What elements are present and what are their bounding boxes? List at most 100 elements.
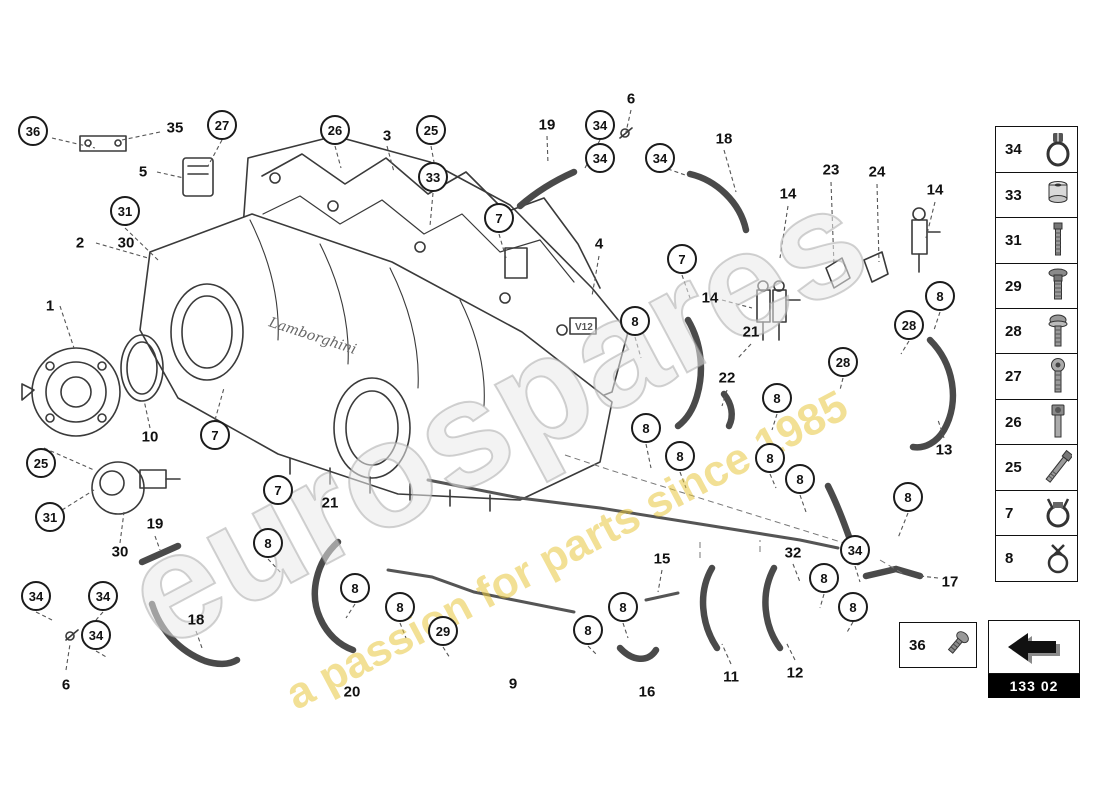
flange-screw-icon bbox=[1044, 266, 1072, 306]
callout-8[interactable]: 8 bbox=[838, 592, 868, 622]
legend-number: 36 bbox=[909, 636, 926, 654]
legend-number: 28 bbox=[1005, 323, 1022, 341]
part-label-17: 17 bbox=[941, 573, 959, 591]
part-label-3: 3 bbox=[382, 127, 392, 145]
callout-31[interactable]: 31 bbox=[35, 502, 65, 532]
callout-8[interactable]: 8 bbox=[755, 443, 785, 473]
legend-item-29[interactable]: 29 bbox=[995, 262, 1078, 310]
part-label-32: 32 bbox=[784, 544, 802, 562]
legend-item-31[interactable]: 31 bbox=[995, 217, 1078, 265]
callout-34[interactable]: 34 bbox=[840, 535, 870, 565]
callout-31[interactable]: 31 bbox=[110, 196, 140, 226]
part-label-13: 13 bbox=[935, 441, 953, 459]
callout-8[interactable]: 8 bbox=[785, 464, 815, 494]
vacuum-actuator bbox=[91, 461, 181, 515]
callout-7[interactable]: 7 bbox=[484, 203, 514, 233]
callout-28[interactable]: 28 bbox=[828, 347, 858, 377]
callout-7[interactable]: 7 bbox=[200, 420, 230, 450]
callout-8[interactable]: 8 bbox=[762, 383, 792, 413]
callout-8[interactable]: 8 bbox=[665, 441, 695, 471]
part-label-35: 35 bbox=[166, 119, 184, 137]
callout-8[interactable]: 8 bbox=[893, 482, 923, 512]
legend-number: 8 bbox=[1005, 550, 1014, 568]
part-label-9: 9 bbox=[508, 675, 518, 693]
brackets-23-24 bbox=[825, 251, 889, 289]
callout-34[interactable]: 34 bbox=[585, 110, 615, 140]
part-label-14: 14 bbox=[926, 181, 944, 199]
diagram-code-box: 133 02 bbox=[988, 620, 1080, 698]
callout-34[interactable]: 34 bbox=[585, 143, 615, 173]
callout-7[interactable]: 7 bbox=[667, 244, 697, 274]
part-label-15: 15 bbox=[653, 550, 671, 568]
callout-25[interactable]: 25 bbox=[416, 115, 446, 145]
callout-8[interactable]: 8 bbox=[608, 592, 638, 622]
legend-item-36[interactable]: 36 bbox=[899, 622, 977, 668]
part-label-12: 12 bbox=[786, 664, 804, 682]
callout-8[interactable]: 8 bbox=[340, 573, 370, 603]
callout-8[interactable]: 8 bbox=[253, 528, 283, 558]
callout-8[interactable]: 8 bbox=[631, 413, 661, 443]
part-label-19: 19 bbox=[538, 116, 556, 134]
callout-28[interactable]: 28 bbox=[894, 310, 924, 340]
small-screws bbox=[65, 127, 633, 641]
legend-item-7[interactable]: 7 bbox=[995, 489, 1078, 537]
part-label-1: 1 bbox=[45, 297, 55, 315]
callout-25[interactable]: 25 bbox=[26, 448, 56, 478]
socket-bolt-icon bbox=[1044, 402, 1072, 442]
diagram-code: 133 02 bbox=[988, 674, 1080, 698]
grommet-icon bbox=[1044, 175, 1072, 215]
callout-8[interactable]: 8 bbox=[809, 563, 839, 593]
pan-screw-icon bbox=[1044, 312, 1072, 352]
legend-item-25[interactable]: 25 bbox=[995, 444, 1078, 492]
v12-emblem: V12 bbox=[575, 322, 593, 333]
legend-item-33[interactable]: 33 bbox=[995, 171, 1078, 219]
legend-number: 33 bbox=[1005, 186, 1022, 204]
legend-item-28[interactable]: 28 bbox=[995, 308, 1078, 356]
part-label-24: 24 bbox=[868, 163, 886, 181]
direction-arrow bbox=[988, 620, 1080, 674]
part-label-14: 14 bbox=[779, 185, 797, 203]
callout-34[interactable]: 34 bbox=[645, 143, 675, 173]
part-label-22: 22 bbox=[718, 369, 736, 387]
legend-number: 26 bbox=[1005, 413, 1022, 431]
callout-26[interactable]: 26 bbox=[320, 115, 350, 145]
legend-number: 27 bbox=[1005, 368, 1022, 386]
part-label-5: 5 bbox=[138, 163, 148, 181]
screw-short-icon bbox=[943, 626, 969, 664]
leader-lines bbox=[35, 109, 945, 671]
legend-item-26[interactable]: 26 bbox=[995, 398, 1078, 446]
map-sensor bbox=[182, 157, 214, 197]
vacuum-pipes bbox=[386, 478, 840, 614]
callout-34[interactable]: 34 bbox=[88, 581, 118, 611]
callout-8[interactable]: 8 bbox=[385, 592, 415, 622]
part-label-30: 30 bbox=[117, 234, 135, 252]
part-label-21: 21 bbox=[321, 494, 339, 512]
bracket-35 bbox=[79, 135, 127, 152]
part-label-18: 18 bbox=[715, 130, 733, 148]
callout-8[interactable]: 8 bbox=[573, 615, 603, 645]
part-label-16: 16 bbox=[638, 683, 656, 701]
part-label-11: 11 bbox=[723, 668, 739, 686]
part-label-4: 4 bbox=[594, 235, 604, 253]
stud-bolt-icon bbox=[1044, 221, 1072, 261]
part-label-23: 23 bbox=[822, 161, 840, 179]
part-label-6: 6 bbox=[61, 676, 71, 694]
callout-8[interactable]: 8 bbox=[925, 281, 955, 311]
callout-29[interactable]: 29 bbox=[428, 616, 458, 646]
part-label-2: 2 bbox=[75, 234, 85, 252]
hose-clamp-icon bbox=[1044, 130, 1072, 170]
legend-number: 34 bbox=[1005, 141, 1022, 159]
hex-bolt-icon bbox=[1044, 448, 1072, 488]
callout-34[interactable]: 34 bbox=[81, 620, 111, 650]
legend-item-8[interactable]: 8 bbox=[995, 535, 1078, 583]
callout-8[interactable]: 8 bbox=[620, 306, 650, 336]
callout-36[interactable]: 36 bbox=[18, 116, 48, 146]
legend-item-27[interactable]: 27 bbox=[995, 353, 1078, 401]
callout-33[interactable]: 33 bbox=[418, 162, 448, 192]
legend-item-34[interactable]: 34 bbox=[995, 126, 1078, 174]
callout-34[interactable]: 34 bbox=[21, 581, 51, 611]
callout-27[interactable]: 27 bbox=[207, 110, 237, 140]
callout-7[interactable]: 7 bbox=[263, 475, 293, 505]
